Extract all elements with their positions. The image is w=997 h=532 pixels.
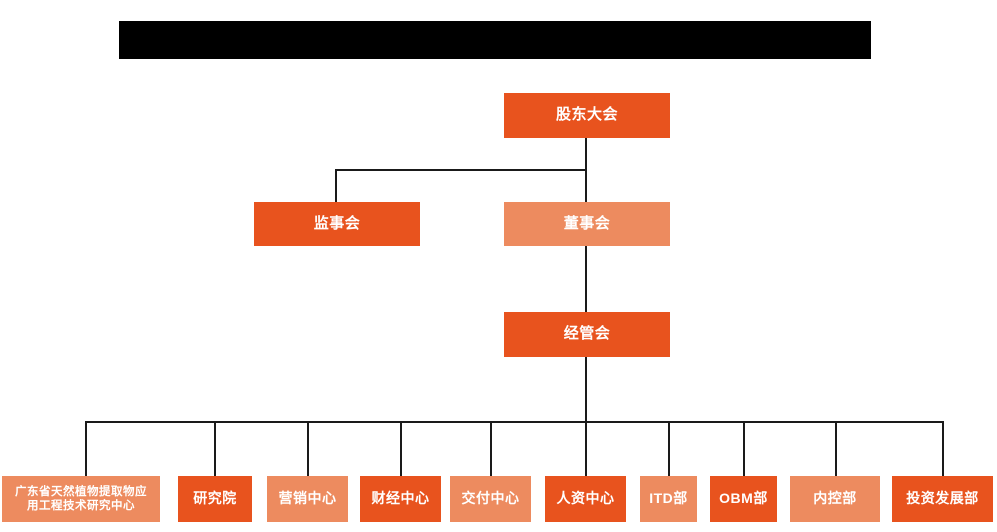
node-label-obm-department: OBM部 [719, 490, 768, 507]
title-banner [119, 21, 871, 59]
connector-to-investment-development-department [942, 421, 944, 477]
node-label-itd-department: ITD部 [649, 490, 688, 507]
connector-level2-bus [335, 169, 587, 171]
node-delivery-center[interactable]: 交付中心 [450, 476, 531, 522]
node-research-institute[interactable]: 研究院 [178, 476, 252, 522]
node-label-delivery-center: 交付中心 [461, 490, 520, 507]
connector-to-finance-center [400, 421, 402, 477]
connector-to-delivery-center [490, 421, 492, 477]
connector-to-board-of-supervisors [335, 169, 337, 203]
connector-to-board-of-directors [585, 169, 587, 203]
connector-directors-to-management [585, 243, 587, 313]
node-board-of-supervisors[interactable]: 监事会 [254, 202, 420, 246]
node-hr-center[interactable]: 人资中心 [545, 476, 626, 522]
node-label-board-of-directors: 董事会 [563, 214, 611, 232]
node-shareholders-meeting[interactable]: 股东大会 [504, 93, 670, 138]
connector-to-marketing-center [307, 421, 309, 477]
node-internal-control-department[interactable]: 内控部 [790, 476, 880, 522]
connector-to-research-institute [214, 421, 216, 477]
node-label-finance-center: 财经中心 [371, 490, 430, 507]
node-itd-department[interactable]: ITD部 [640, 476, 697, 522]
node-label-guangdong-research-center-line2: 用工程技术研究中心 [27, 500, 135, 512]
connector-to-hr-center [585, 421, 587, 477]
connector-management-stem [585, 357, 587, 423]
node-label-internal-control-department: 内控部 [813, 490, 857, 507]
node-label-research-institute: 研究院 [193, 490, 237, 507]
node-investment-development-department[interactable]: 投资发展部 [892, 476, 993, 522]
node-label-investment-development-department: 投资发展部 [906, 490, 979, 507]
connector-to-guangdong-research-center [85, 421, 87, 477]
node-guangdong-research-center[interactable]: 广东省天然植物提取物应 用工程技术研究中心 [2, 476, 160, 522]
connector-to-itd-department [668, 421, 670, 477]
node-label-shareholders-meeting: 股东大会 [555, 106, 618, 124]
node-label-hr-center: 人资中心 [556, 490, 615, 507]
connector-shareholders-stem [585, 138, 587, 171]
node-finance-center[interactable]: 财经中心 [360, 476, 441, 522]
connector-department-bus [85, 421, 944, 423]
node-label-board-of-supervisors: 监事会 [313, 214, 361, 232]
connector-to-obm-department [743, 421, 745, 477]
node-management-committee[interactable]: 经管会 [504, 312, 670, 357]
connector-to-internal-control-department [835, 421, 837, 477]
node-label-marketing-center: 营销中心 [278, 490, 337, 507]
node-obm-department[interactable]: OBM部 [710, 476, 777, 522]
node-label-guangdong-research-center-line1: 广东省天然植物提取物应 [15, 485, 147, 498]
node-label-management-committee: 经管会 [563, 325, 611, 343]
node-board-of-directors[interactable]: 董事会 [504, 202, 670, 246]
node-marketing-center[interactable]: 营销中心 [267, 476, 348, 522]
